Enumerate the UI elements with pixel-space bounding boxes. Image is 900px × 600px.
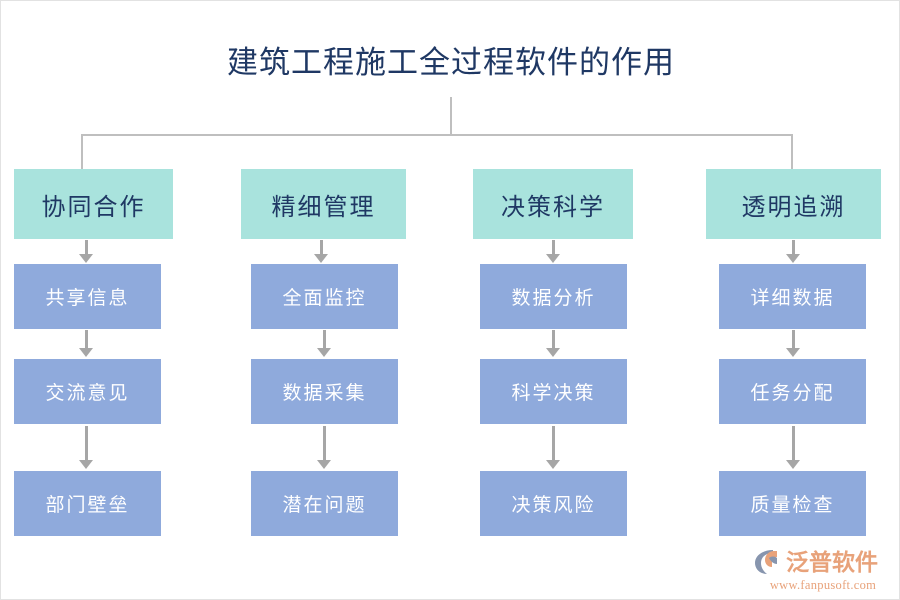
column-item-box-1-2[interactable]: 交流意见 [14, 359, 161, 424]
arrow-col2-item1-to-item2 [316, 330, 332, 357]
arrow-col3-item2-to-item3 [545, 426, 561, 469]
column-header-box-3[interactable]: 决策科学 [473, 169, 633, 239]
column-item-box-3-3[interactable]: 决策风险 [480, 471, 627, 536]
page-title: 建筑工程施工全过程软件的作用 [227, 45, 675, 80]
fanpu-swoosh-icon [755, 550, 777, 574]
connector-drop-right [791, 134, 793, 169]
column-item-box-2-1[interactable]: 全面监控 [251, 264, 398, 329]
column-item-box-4-2[interactable]: 任务分配 [719, 359, 866, 424]
arrow-col3-item1-to-item2 [545, 330, 561, 357]
arrow-col4-item1-to-item2 [785, 330, 801, 357]
connector-drop-left [81, 134, 83, 169]
column-item-box-3-1[interactable]: 数据分析 [480, 264, 627, 329]
connector-title-stem [450, 97, 452, 135]
column-item-box-4-1[interactable]: 详细数据 [719, 264, 866, 329]
arrow-col1-item2-to-item3 [78, 426, 94, 469]
column-header-box-1[interactable]: 协同合作 [14, 169, 173, 239]
column-item-box-3-2[interactable]: 科学决策 [480, 359, 627, 424]
column-item-box-2-2[interactable]: 数据采集 [251, 359, 398, 424]
arrow-col1-item1-to-item2 [78, 330, 94, 357]
column-item-box-1-1[interactable]: 共享信息 [14, 264, 161, 329]
column-item-box-1-3[interactable]: 部门壁垒 [14, 471, 161, 536]
arrow-col2-item2-to-item3 [316, 426, 332, 469]
column-header-box-4[interactable]: 透明追溯 [706, 169, 881, 239]
logo-website-url: www.fanpusoft.com [769, 578, 877, 592]
column-item-box-4-3[interactable]: 质量检查 [719, 471, 866, 536]
logo-company-name: 泛普软件 [786, 549, 878, 575]
brand-logo: 泛普软件 www.fanpusoft.com [753, 547, 893, 593]
arrow-col4-header-to-item1 [785, 240, 801, 263]
arrow-col1-header-to-item1 [78, 240, 94, 263]
connector-horizontal-bar [81, 134, 793, 136]
column-item-box-2-3[interactable]: 潜在问题 [251, 471, 398, 536]
arrow-col4-item2-to-item3 [785, 426, 801, 469]
arrow-col3-header-to-item1 [545, 240, 561, 263]
column-header-box-2[interactable]: 精细管理 [241, 169, 406, 239]
arrow-col2-header-to-item1 [313, 240, 329, 263]
